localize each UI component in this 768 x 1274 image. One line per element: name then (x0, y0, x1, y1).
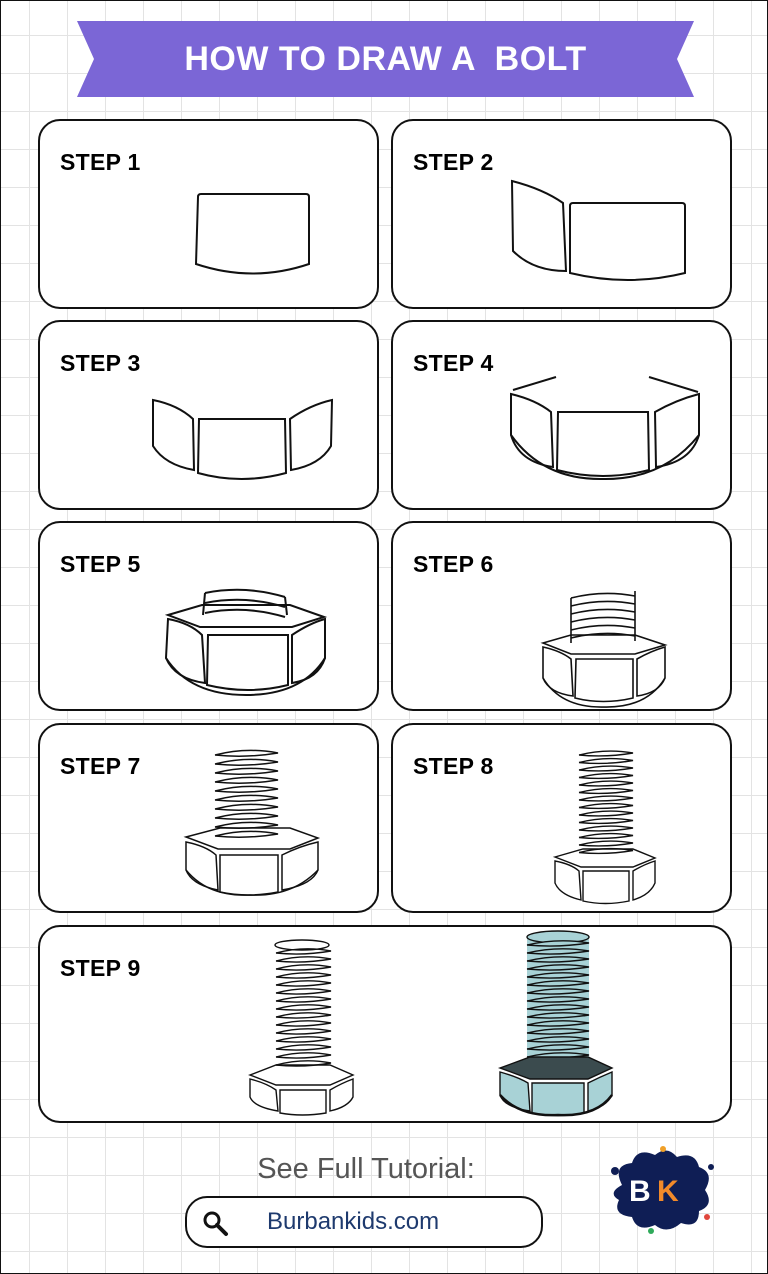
thread-ring (578, 817, 634, 825)
thread-ring (578, 787, 634, 795)
thread-ring (214, 767, 279, 775)
step-3-card: STEP 3 (38, 320, 379, 510)
thread-ring (214, 794, 279, 802)
svg-text:B: B (629, 1175, 651, 1208)
thread-ring (578, 840, 634, 847)
thread-ring (526, 972, 590, 979)
bolt-colored (497, 930, 614, 1117)
step-8-drawing (552, 750, 657, 905)
thread-ring (275, 956, 332, 963)
step-5-drawing (164, 588, 328, 697)
thread-ring (214, 785, 279, 793)
thread-ring (275, 964, 332, 971)
thread-ring (275, 1060, 332, 1067)
thread-ring (578, 810, 634, 817)
step-4-drawing (510, 376, 700, 481)
thread-ring (578, 757, 634, 765)
step-2-drawing (510, 179, 686, 281)
thread-ring (526, 956, 590, 963)
see-full-tutorial-label: See Full Tutorial: (257, 1153, 475, 1185)
thread-ring (526, 980, 590, 987)
thread-ring (214, 812, 279, 820)
thread-ring (526, 1044, 590, 1051)
thread-ring (275, 1036, 332, 1043)
bolt-outline-thread (275, 948, 332, 1067)
thread-ring (275, 1028, 332, 1035)
thread-ring (526, 1020, 590, 1027)
site-url[interactable]: Burbankids.com (267, 1208, 440, 1235)
thread-ring (526, 1036, 590, 1043)
step-5-card: STEP 5 (38, 521, 379, 711)
step-8-label: STEP 8 (413, 753, 494, 779)
step-8-card: STEP 8 (391, 723, 732, 913)
thread-ring (275, 972, 332, 979)
thread-ring (214, 803, 279, 811)
thread-ring (275, 1020, 332, 1027)
step-6-card: STEP 6 (391, 521, 732, 711)
banner-ribbon (77, 21, 694, 97)
thread-ring (214, 830, 279, 838)
step-1-drawing (194, 193, 310, 275)
step-7-card: STEP 7 (38, 723, 379, 913)
bolt-outline (248, 939, 355, 1116)
thread-ring (578, 825, 634, 832)
thread-ring (275, 996, 332, 1003)
step-7-thread (214, 749, 279, 838)
thread-ring (526, 988, 590, 995)
step-1-label: STEP 1 (60, 149, 141, 175)
step-9-drawing (248, 930, 614, 1117)
thread-ring (578, 795, 634, 802)
thread-ring (214, 776, 279, 784)
thread-ring (275, 1012, 332, 1019)
title-banner: HOW TO DRAW A BOLT (77, 21, 694, 97)
thread-ring (526, 964, 590, 971)
step-4-label: STEP 4 (413, 350, 494, 376)
step-7-drawing (183, 749, 321, 896)
step-3-label: STEP 3 (60, 350, 141, 376)
step-1-card: STEP 1 (38, 119, 379, 309)
thread-ring (526, 1012, 590, 1019)
thread-ring (275, 1004, 332, 1011)
step-4-card: STEP 4 (391, 320, 732, 510)
step-3-drawing (152, 398, 334, 480)
bolt-colored-thread (526, 940, 590, 1059)
thread-ring (526, 1028, 590, 1035)
thread-ring (275, 988, 332, 995)
step-2-card: STEP 2 (391, 119, 732, 309)
thread-ring (526, 940, 590, 947)
thread-ring (578, 765, 634, 772)
thread-ring (275, 948, 332, 955)
thread-ring (578, 780, 634, 787)
thread-ring (275, 980, 332, 987)
magnifier-icon (203, 1211, 228, 1236)
thread-ring (578, 772, 634, 780)
step-9-label: STEP 9 (60, 955, 141, 981)
step-2-label: STEP 2 (413, 149, 494, 175)
svg-text:K: K (657, 1175, 679, 1208)
thread-ring (526, 996, 590, 1003)
step-6-drawing (540, 591, 668, 708)
thread-ring (214, 749, 279, 757)
step-8-thread (578, 750, 634, 855)
thread-ring (275, 1044, 332, 1051)
step-6-label: STEP 6 (413, 551, 494, 577)
bk-logo: B K (611, 1146, 714, 1234)
step-5-label: STEP 5 (60, 551, 141, 577)
tutorial-link-box[interactable]: Burbankids.com (185, 1196, 543, 1248)
page-title: HOW TO DRAW A BOLT (184, 40, 587, 78)
thread-ring (578, 802, 634, 810)
thread-ring (275, 1052, 332, 1059)
step-7-label: STEP 7 (60, 753, 141, 779)
step-9-card: STEP 9 (38, 925, 732, 1123)
thread-ring (526, 948, 590, 955)
thread-ring (578, 750, 634, 757)
thread-ring (214, 758, 279, 766)
thread-ring (578, 832, 634, 840)
thread-ring (526, 1004, 590, 1011)
